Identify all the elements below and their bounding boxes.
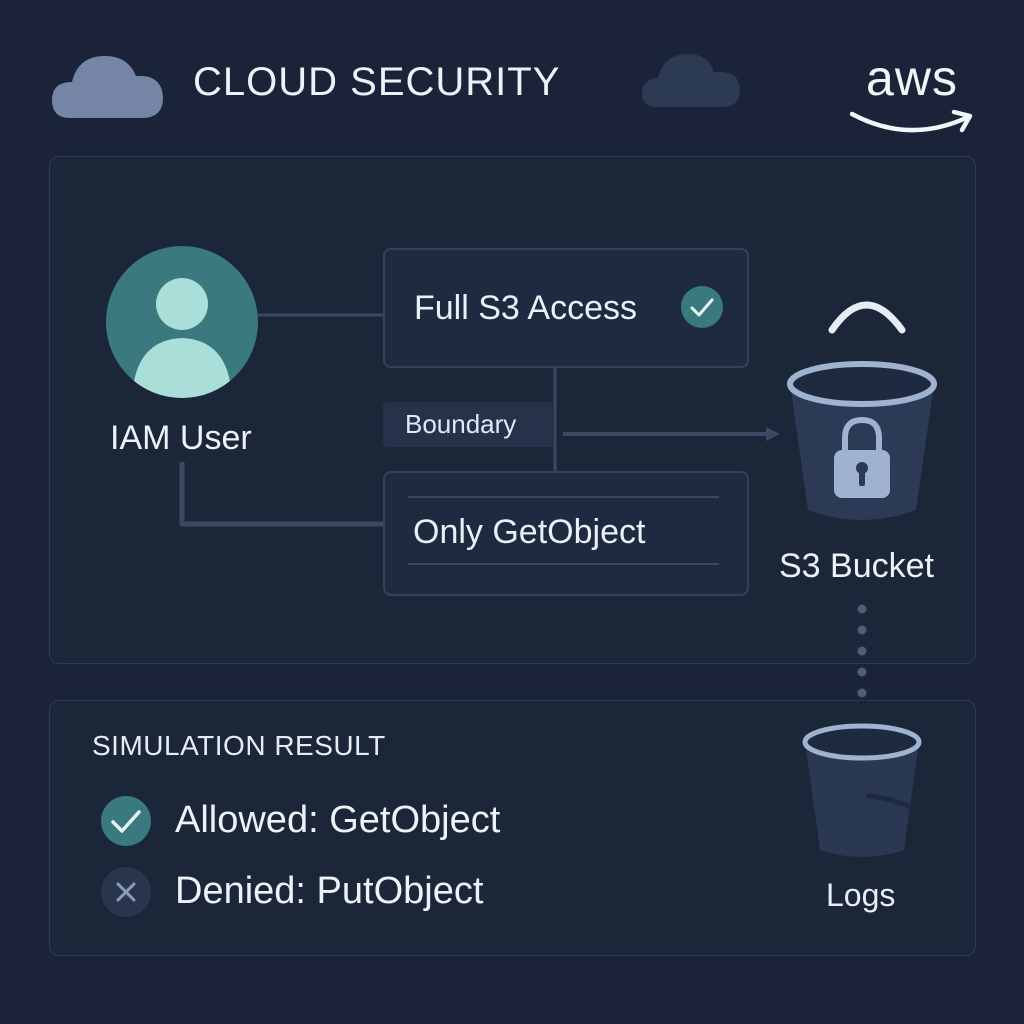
arrow-head-icon [766,427,780,441]
aws-logo: aws [846,52,978,138]
only-getobject-box[interactable] [383,471,749,596]
dotted-connector [857,604,867,698]
allowed-result-label: Allowed: GetObject [175,799,501,841]
logs-label: Logs [826,877,896,913]
aws-smile-icon [849,109,973,133]
simulation-title: SIMULATION RESULT [92,730,386,761]
boundary-label: Boundary [405,409,517,439]
denied-result-label: Denied: PutObject [175,870,484,912]
cloud-icon [642,54,740,107]
cloud-icon [52,56,163,118]
full-s3-access-label: Full S3 Access [414,289,637,327]
s3-bucket-label: S3 Bucket [779,547,934,585]
page-title: CLOUD SECURITY [193,60,561,104]
aws-logo-text: aws [866,50,958,106]
boundary-tag [383,402,554,447]
iam-user-label: IAM User [110,419,252,457]
connector-user-boundary [179,462,384,527]
only-getobject-label: Only GetObject [413,513,646,551]
